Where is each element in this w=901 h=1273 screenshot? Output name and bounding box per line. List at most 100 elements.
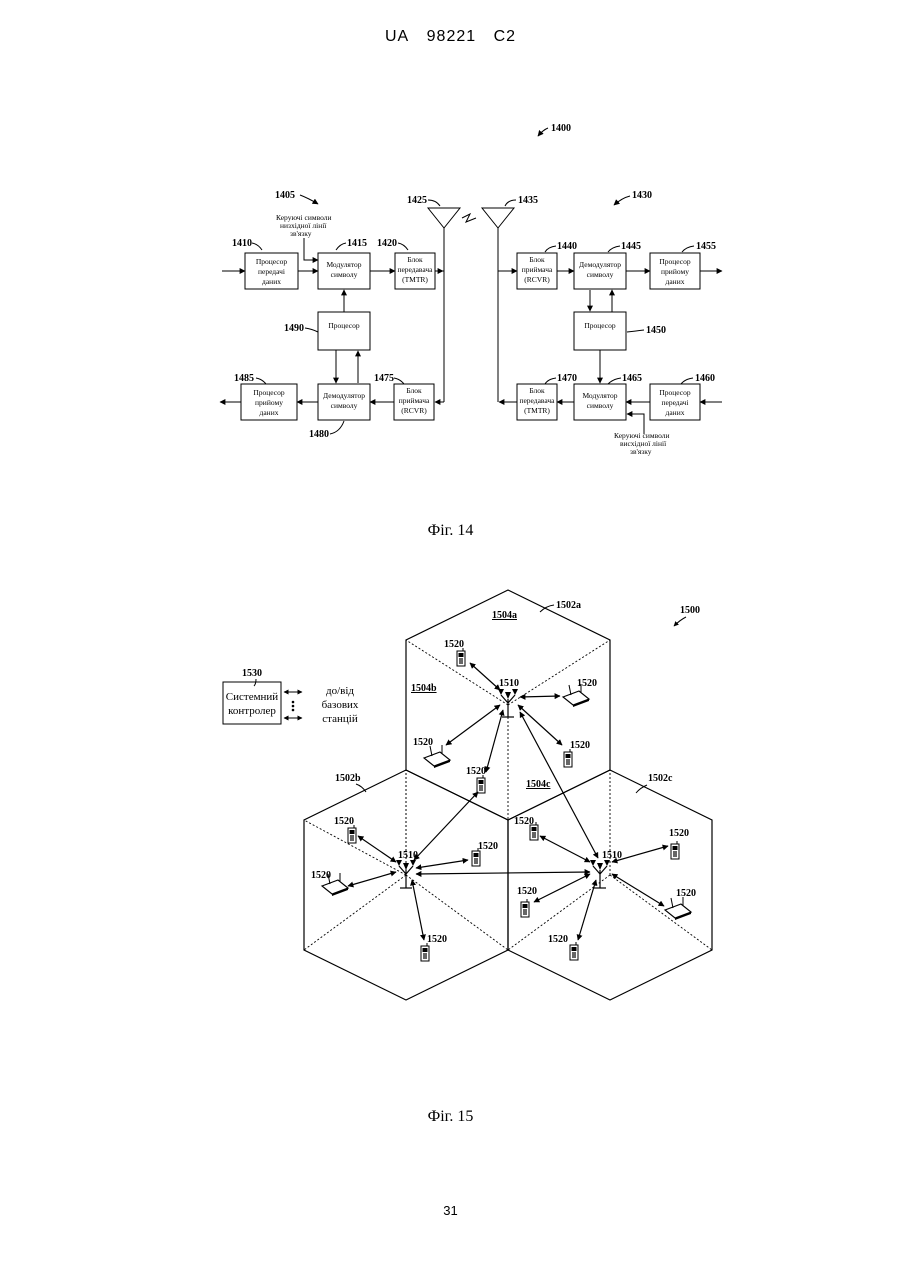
terminal-phone	[348, 825, 356, 843]
cell-1502a	[406, 590, 610, 820]
terminal-modem	[322, 873, 348, 896]
svg-text:прийому: прийому	[255, 398, 283, 407]
svg-text:1520: 1520	[676, 888, 696, 899]
svg-text:1520: 1520	[427, 934, 447, 945]
svg-text:(RCVR): (RCVR)	[401, 406, 427, 415]
ref-1405: 1405	[275, 190, 295, 201]
terminal-modem	[665, 897, 691, 920]
svg-text:символу: символу	[587, 401, 614, 410]
base-station-c	[590, 860, 610, 888]
base-station-b	[396, 860, 416, 888]
svg-text:1520: 1520	[444, 639, 464, 650]
svg-text:Процесор: Процесор	[659, 388, 691, 397]
processor-a	[318, 312, 370, 350]
label-1504c: 1504c	[526, 779, 551, 790]
svg-text:(RCVR): (RCVR)	[524, 275, 550, 284]
terminal-phone	[564, 749, 572, 767]
figure-14-diagram: 1400 1405 1430 Керуючі символи низхідної…	[0, 0, 901, 520]
ref-1450: 1450	[646, 325, 666, 336]
terminal-modem	[424, 745, 450, 768]
svg-text:передавача: передавача	[519, 396, 555, 405]
svg-text:Процесор: Процесор	[253, 388, 285, 397]
svg-text:приймача: приймача	[522, 265, 553, 274]
svg-text:1520: 1520	[466, 766, 486, 777]
svg-text:Блок: Блок	[406, 386, 422, 395]
ref-1475: 1475	[374, 373, 394, 384]
svg-text:1520: 1520	[334, 816, 354, 827]
terminal-phone	[530, 822, 538, 840]
terminal-phone	[570, 942, 578, 960]
ref-1485: 1485	[234, 373, 254, 384]
svg-text:1520: 1520	[548, 934, 568, 945]
processor-b	[574, 312, 626, 350]
svg-text:Процесор: Процесор	[328, 321, 360, 330]
svg-text:1520: 1520	[577, 678, 597, 689]
ref-1530: 1530	[242, 668, 262, 679]
terminal-phone	[477, 775, 485, 793]
svg-text:Блок: Блок	[529, 255, 545, 264]
antenna-1435	[482, 208, 514, 228]
svg-text:символу: символу	[587, 270, 614, 279]
system-controller	[223, 682, 281, 724]
ref-1410: 1410	[232, 238, 252, 249]
svg-text:передачі: передачі	[661, 398, 688, 407]
ref-1510-a: 1510	[499, 678, 519, 689]
ref-1455: 1455	[696, 241, 716, 252]
svg-text:передавача: передавача	[397, 265, 433, 274]
svg-text:контролер: контролер	[228, 705, 276, 717]
ref-1490: 1490	[284, 323, 304, 334]
ctrl-dl-line3: зв'язку	[290, 229, 312, 238]
svg-text:базових: базових	[322, 699, 359, 711]
cell-1502b	[304, 770, 508, 1000]
svg-text:Демодулятор: Демодулятор	[323, 391, 365, 400]
ref-1510-c: 1510	[602, 850, 622, 861]
radio-links	[348, 663, 668, 940]
svg-text:даних: даних	[666, 408, 685, 417]
svg-text:1520: 1520	[478, 841, 498, 852]
terminal-phone	[671, 841, 679, 859]
svg-text:Блок: Блок	[529, 386, 545, 395]
ref-1510-b: 1510	[398, 850, 418, 861]
base-station-a	[498, 689, 518, 717]
svg-text:Процесор: Процесор	[584, 321, 616, 330]
svg-text:(TMTR): (TMTR)	[524, 406, 550, 415]
terminal-phone	[472, 848, 480, 866]
terminal-phone	[457, 648, 465, 666]
svg-text:прийому: прийому	[661, 267, 689, 276]
ref-1470: 1470	[557, 373, 577, 384]
svg-text:1520: 1520	[311, 870, 331, 881]
ref-1435: 1435	[518, 195, 538, 206]
svg-text:1520: 1520	[669, 828, 689, 839]
terminal-phone	[521, 899, 529, 917]
ref-1400: 1400	[551, 123, 571, 134]
svg-text:приймача: приймача	[399, 396, 430, 405]
svg-text:передачі: передачі	[258, 267, 285, 276]
svg-text:символу: символу	[331, 270, 358, 279]
antenna-1425	[428, 208, 460, 228]
ref-1500: 1500	[680, 605, 700, 616]
ref-1420: 1420	[377, 238, 397, 249]
svg-text:1520: 1520	[570, 740, 590, 751]
svg-text:Демодулятор: Демодулятор	[579, 260, 621, 269]
ref-1440: 1440	[557, 241, 577, 252]
ctrl-ul-line3: зв'язку	[630, 447, 652, 456]
svg-text:даних: даних	[260, 408, 279, 417]
figure-15-caption: Фіг. 15	[0, 1108, 901, 1126]
svg-text:1520: 1520	[514, 816, 534, 827]
ref-1460: 1460	[695, 373, 715, 384]
label-1502a: 1502a	[556, 600, 581, 611]
sector-dividers	[304, 640, 712, 950]
svg-text:Блок: Блок	[407, 255, 423, 264]
svg-text:станцій: станцій	[322, 713, 358, 725]
wireless-link-icon	[462, 214, 476, 222]
svg-text:Системний: Системний	[226, 691, 279, 703]
svg-text:1520: 1520	[517, 886, 537, 897]
ref-1430: 1430	[632, 190, 652, 201]
svg-text:1520: 1520	[413, 737, 433, 748]
svg-text:Модулятор: Модулятор	[326, 260, 361, 269]
terminal-modem	[563, 684, 589, 707]
svg-text:символу: символу	[331, 401, 358, 410]
label-1502c: 1502c	[648, 773, 673, 784]
figure-14-caption: Фіг. 14	[0, 522, 901, 540]
cell-1502c	[508, 770, 712, 1000]
